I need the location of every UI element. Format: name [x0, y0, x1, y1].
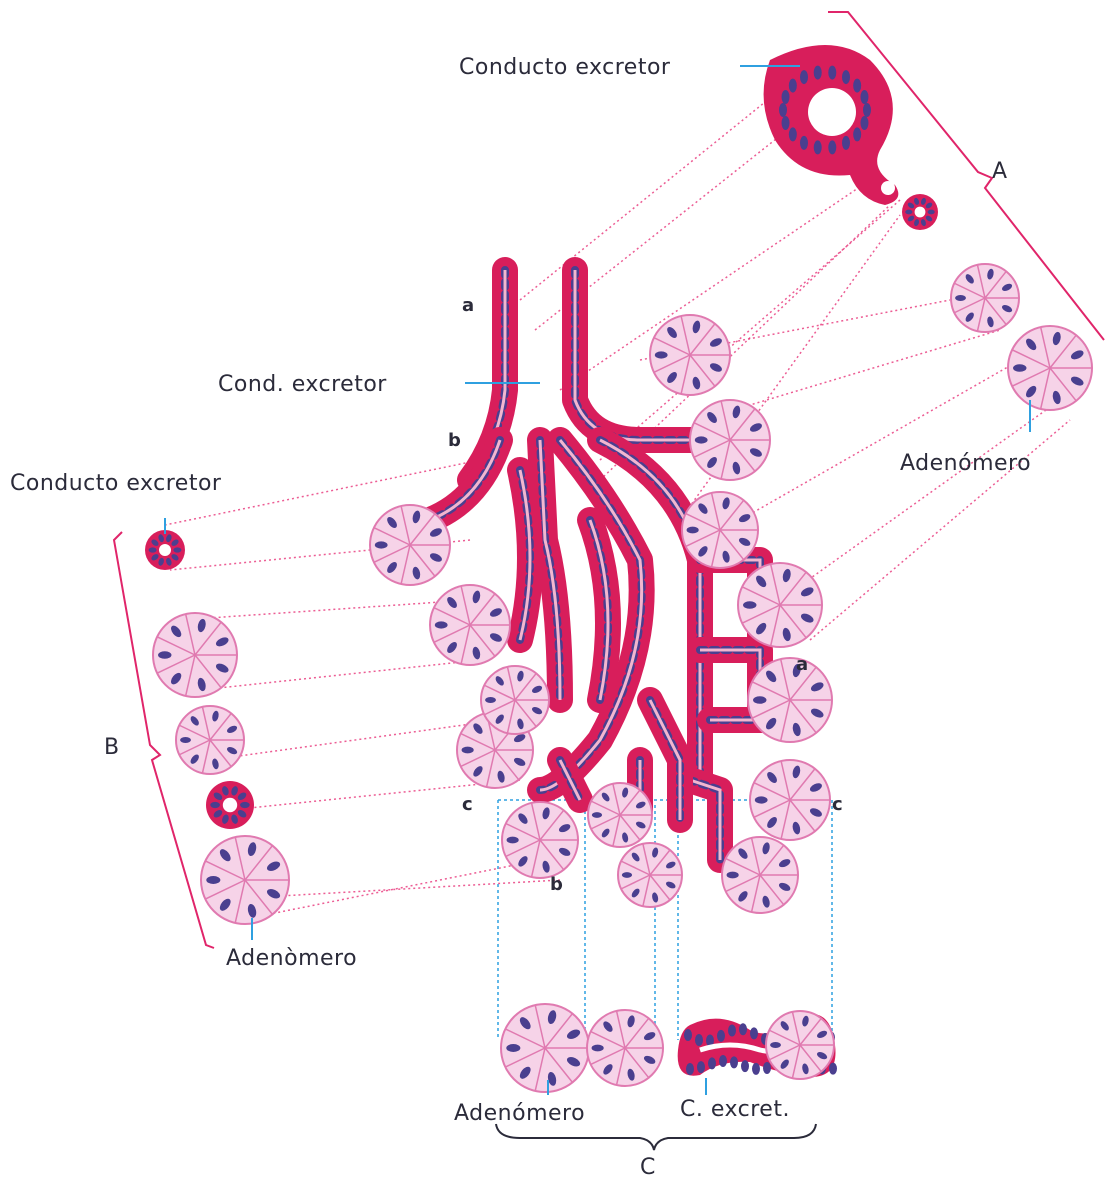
tree-acinus: [750, 760, 830, 840]
section-label-A: A: [992, 159, 1007, 184]
letter-b-top: b: [448, 430, 461, 451]
tree-acinus: [748, 658, 832, 742]
label-conducto-excretor-top: Conducto excretor: [459, 55, 671, 80]
section-A-group: [764, 45, 899, 205]
label-adenomero-bottom: Adenómero: [454, 1101, 585, 1126]
label-c-excret: C. excret.: [680, 1097, 790, 1122]
section-label-B: B: [104, 735, 119, 760]
projection-line: [520, 90, 780, 300]
projection-line: [780, 400, 1060, 600]
section-A-acinus: [1008, 326, 1092, 410]
section-C-acinus: [501, 1004, 589, 1092]
letter-c-left: c: [462, 794, 473, 815]
label-cond-excretor-mid: Cond. excretor: [218, 372, 387, 397]
projection-line: [740, 360, 1020, 520]
label-conducto-excretor-left: Conducto excretor: [10, 471, 222, 496]
duct-segment: [650, 700, 680, 820]
section-B-duct: [206, 781, 254, 829]
acini-group: [145, 45, 1092, 1092]
projection-lines: [165, 90, 1070, 1040]
section-C-acinus: [766, 1011, 834, 1079]
letter-a-right: a: [796, 654, 808, 675]
projection-line: [230, 780, 520, 810]
tree-acinus: [502, 802, 578, 878]
tree-acinus: [430, 585, 510, 665]
projection-line: [180, 600, 470, 620]
tree-acinus: [682, 492, 758, 568]
tree-acinus: [370, 505, 450, 585]
tree-acinus: [690, 400, 770, 480]
duct-segment: [430, 440, 500, 520]
tree-acinus: [618, 843, 682, 907]
tree-acinus: [650, 315, 730, 395]
section-B-acinus: [201, 836, 289, 924]
section-B-acinus: [176, 706, 244, 774]
section-B-acinus: [153, 613, 237, 697]
projection-line: [200, 660, 480, 690]
section-A-duct: [902, 194, 938, 230]
label-adenomero-right: Adenómero: [900, 451, 1031, 476]
tree-acinus: [481, 666, 549, 734]
section-B-duct: [145, 530, 185, 570]
letter-c-right: c: [832, 794, 843, 815]
tree-acinus: [738, 563, 822, 647]
letter-b-bottom: b: [550, 874, 563, 895]
section-label-C: C: [640, 1155, 655, 1180]
letter-a-top: a: [462, 295, 474, 316]
section-C-acinus: [587, 1010, 663, 1086]
tree-acinus: [588, 783, 652, 847]
bracket-C: [496, 1124, 816, 1150]
tree-acinus: [722, 837, 798, 913]
label-adenomero-left: Adenòmero: [226, 946, 357, 971]
section-A-acinus: [951, 264, 1019, 332]
